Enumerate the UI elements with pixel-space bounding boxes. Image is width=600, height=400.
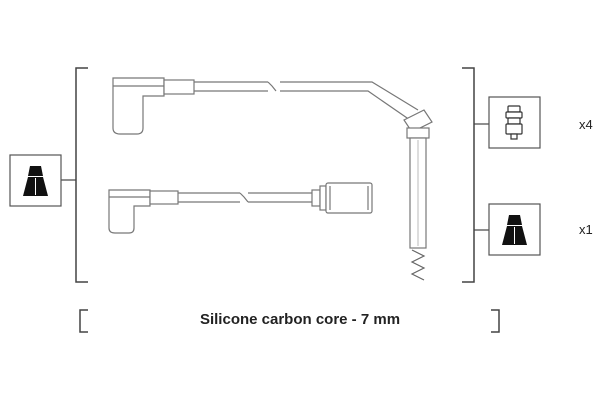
caption-left-bracket <box>79 309 88 333</box>
left-bracket <box>75 67 88 283</box>
boot-connector-icon <box>502 215 527 245</box>
quantity-label: x1 <box>579 222 593 237</box>
right-bracket <box>462 67 475 283</box>
core-spec-caption: Silicone carbon core - 7 mm <box>199 311 401 328</box>
quantity-label: x4 <box>579 117 593 132</box>
caption-right-bracket <box>491 309 500 333</box>
long-ignition-lead <box>112 77 433 281</box>
left-connector-box <box>9 154 62 207</box>
right-bottom-connector-box <box>488 203 541 256</box>
short-ignition-lead <box>108 182 373 234</box>
boot-connector-icon <box>23 166 48 196</box>
straight-plug-connector-icon <box>505 105 523 140</box>
right-top-connector-box <box>488 96 541 149</box>
